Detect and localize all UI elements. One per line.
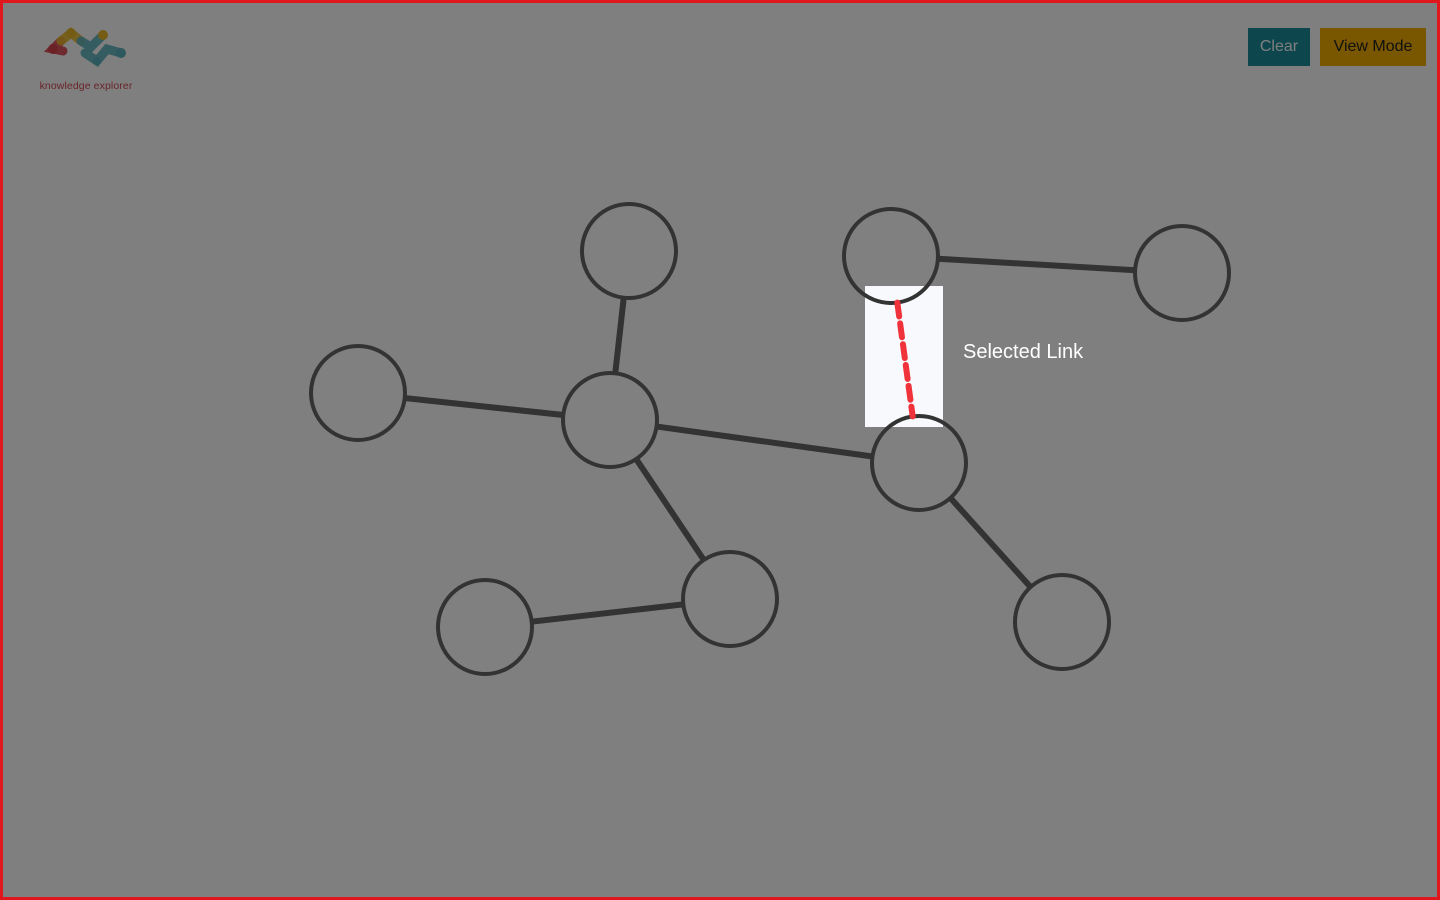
graph-node[interactable]	[436, 578, 534, 676]
graph-node[interactable]	[870, 414, 968, 512]
graph-node[interactable]	[309, 344, 407, 442]
selected-link-endpoint-node	[885, 414, 943, 427]
graph-node[interactable]	[561, 371, 659, 469]
graph-node[interactable]	[1013, 573, 1111, 671]
selected-link-view	[865, 286, 943, 427]
graph-canvas[interactable]	[3, 3, 1437, 897]
graph-node[interactable]	[1133, 224, 1231, 322]
graph-node[interactable]	[681, 550, 779, 648]
selected-link-dashed	[894, 299, 916, 420]
tutorial-overlay[interactable]	[3, 3, 1437, 897]
selected-link-label: Selected Link	[963, 341, 1084, 363]
selected-link-endpoint-node	[865, 286, 930, 305]
graph-link[interactable]	[609, 417, 920, 466]
selected-link-highlight	[865, 286, 943, 427]
graph-node[interactable]	[580, 202, 678, 300]
